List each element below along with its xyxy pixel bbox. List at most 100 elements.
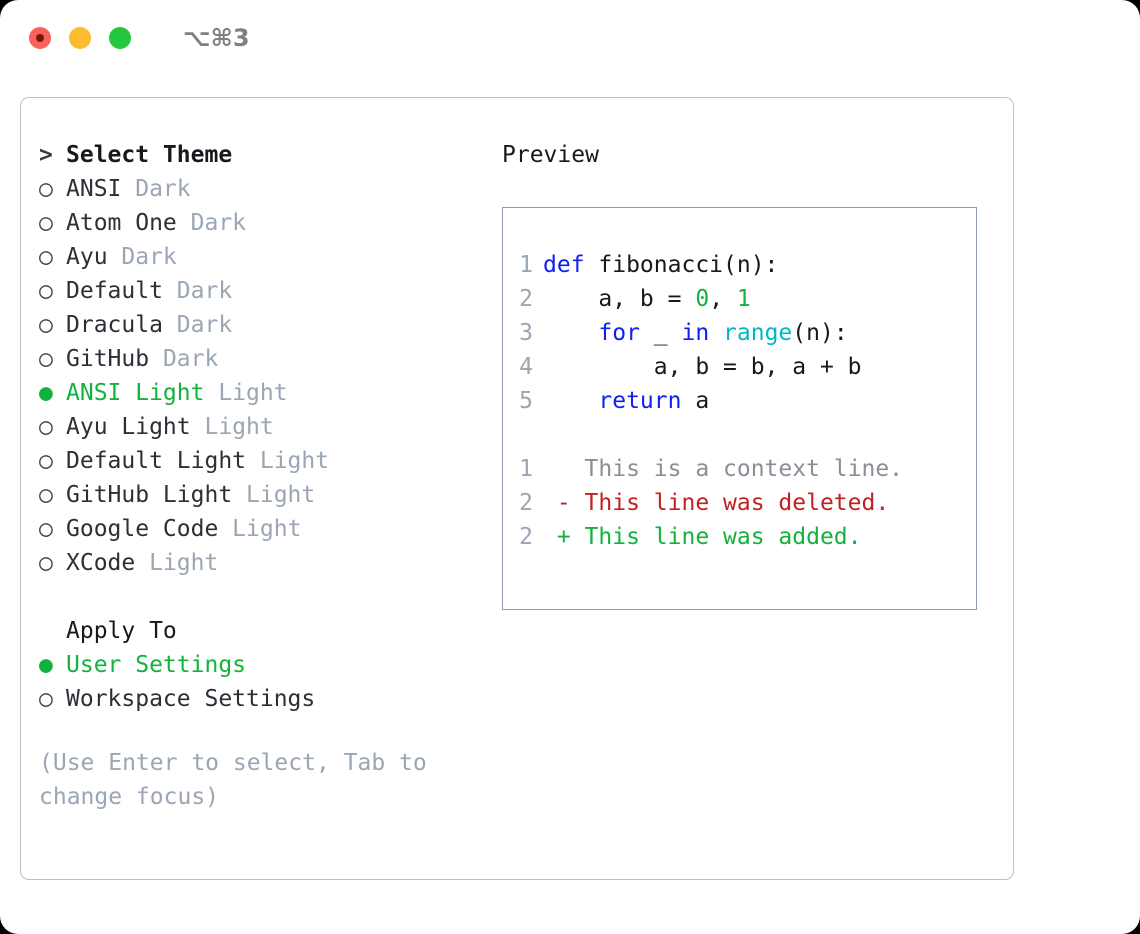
theme-option-variant: Light	[190, 414, 274, 440]
diff-line-del: 2 - This line was deleted.	[503, 486, 976, 520]
theme-option-label: GitHub Light	[66, 482, 233, 508]
titlebar: ⌥⌘3	[0, 0, 1140, 76]
code-text: return a	[543, 384, 709, 418]
theme-option-variant: Light	[218, 516, 302, 542]
line-number: 4	[519, 354, 533, 380]
theme-option-variant: Dark	[162, 312, 233, 338]
theme-list: ○ANSI Dark○Atom One Dark○Ayu Dark○Defaul…	[39, 172, 499, 580]
diff-line-add: 2 + This line was added.	[503, 520, 976, 554]
theme-option-github[interactable]: ○GitHub Dark	[39, 342, 499, 376]
theme-option-dracula[interactable]: ○Dracula Dark	[39, 308, 499, 342]
select-theme-heading: > Select Theme	[39, 138, 499, 172]
code-token-kw: for	[598, 320, 640, 346]
theme-option-label: Dracula	[66, 312, 163, 338]
apply-option-user-settings[interactable]: ● User Settings	[39, 648, 499, 682]
radio-icon: ○	[39, 550, 53, 576]
code-token-id: a, b =	[543, 286, 696, 312]
line-number: 3	[519, 320, 533, 346]
radio-icon: ○	[39, 210, 53, 236]
theme-option-label: ANSI	[66, 176, 122, 202]
diff-text: This is a context line.	[543, 456, 904, 482]
theme-option-variant: Light	[232, 482, 316, 508]
line-number: 2	[519, 286, 533, 312]
code-token-fn: range	[723, 320, 793, 346]
theme-option-label: ANSI Light	[66, 380, 205, 406]
code-token-kw: def	[543, 252, 585, 278]
diff-text: - This line was deleted.	[543, 490, 890, 516]
code-token-id: (n):	[792, 320, 848, 346]
code-line: 3 for _ in range(n):	[503, 316, 976, 350]
theme-option-variant: Dark	[121, 176, 191, 202]
theme-option-label: Default Light	[66, 448, 247, 474]
code-line: 4 a, b = b, a + b	[503, 350, 976, 384]
code-line: 1 def fibonacci(n):	[503, 248, 976, 282]
code-token-kw: in	[681, 320, 710, 346]
theme-option-xcode[interactable]: ○XCode Light	[39, 546, 499, 580]
apply-option-label: Workspace Settings	[66, 686, 316, 712]
diff-sample: 1 This is a context line.2 - This line w…	[503, 452, 976, 554]
section-spacer	[39, 580, 499, 614]
code-text: a, b = 0, 1	[543, 282, 751, 316]
theme-option-atom-one[interactable]: ○ Atom One Dark	[39, 206, 499, 240]
maximize-button[interactable]	[109, 27, 131, 49]
diff-line-ctx: 1 This is a context line.	[503, 452, 976, 486]
line-number: 1	[519, 456, 533, 482]
theme-option-variant: Light	[246, 448, 330, 474]
radio-icon: ○	[39, 482, 53, 508]
theme-option-label: Default	[66, 278, 163, 304]
theme-picker-column: > Select Theme ○ANSI Dark○Atom One Dark○…	[39, 138, 499, 814]
keyboard-shortcut-label: ⌥⌘3	[183, 24, 250, 52]
code-token-id	[709, 320, 723, 346]
theme-option-google-code[interactable]: ○Google Code Light	[39, 512, 499, 546]
apply-to-label: Apply To	[66, 618, 177, 644]
apply-to-heading: Apply To	[39, 614, 499, 648]
content-panel: > Select Theme ○ANSI Dark○Atom One Dark○…	[20, 97, 1014, 880]
radio-selected-icon: ●	[39, 380, 53, 406]
theme-option-default[interactable]: ○Default Dark	[39, 274, 499, 308]
caret-icon: >	[39, 142, 53, 168]
theme-option-label: Ayu Light	[66, 414, 191, 440]
radio-icon: ○	[39, 176, 53, 202]
theme-option-ayu-light[interactable]: ○Ayu Light Light	[39, 410, 499, 444]
window-controls	[29, 27, 131, 49]
code-token-id: a	[681, 388, 710, 414]
theme-option-label: Google Code	[66, 516, 219, 542]
close-button[interactable]	[29, 27, 51, 49]
theme-option-label: Atom One	[66, 210, 177, 236]
theme-option-github-light[interactable]: ○ GitHub Light Light	[39, 478, 499, 512]
code-text: for _ in range(n):	[543, 316, 848, 350]
code-token-id: fibonacci(n):	[584, 252, 779, 278]
code-line: 2 a, b = 0, 1	[503, 282, 976, 316]
theme-option-variant: Light	[204, 380, 288, 406]
radio-icon: ○	[39, 346, 53, 372]
minimize-button[interactable]	[69, 27, 91, 49]
theme-option-label: XCode	[66, 550, 136, 576]
theme-option-variant: Dark	[176, 210, 247, 236]
radio-selected-icon: ●	[39, 652, 53, 678]
keyboard-hint: (Use Enter to select, Tab to change focu…	[39, 750, 441, 810]
code-token-num: 1	[736, 286, 751, 312]
theme-option-default-light[interactable]: ○ Default Light Light	[39, 444, 499, 478]
code-text: def fibonacci(n):	[543, 248, 778, 282]
theme-option-variant: Dark	[149, 346, 219, 372]
code-token-id: _	[639, 320, 682, 346]
code-token-id	[543, 388, 598, 414]
theme-option-ayu[interactable]: ○Ayu Dark	[39, 240, 499, 274]
close-icon	[36, 34, 44, 42]
code-diff-spacer	[503, 418, 976, 452]
apply-option-workspace-settings[interactable]: ○Workspace Settings	[39, 682, 499, 716]
apply-to-list: ● User Settings ○Workspace Settings	[39, 648, 499, 716]
radio-icon: ○	[39, 448, 53, 474]
theme-option-ansi-light[interactable]: ● ANSI Light Light	[39, 376, 499, 410]
apply-option-label: User Settings	[66, 652, 247, 678]
diff-text: + This line was added.	[543, 524, 862, 550]
code-token-id: ,	[709, 286, 737, 312]
line-number: 1	[519, 252, 533, 278]
code-line: 5 return a	[503, 384, 976, 418]
code-text: a, b = b, a + b	[543, 350, 862, 384]
theme-option-ansi[interactable]: ○ ANSI Dark	[39, 172, 499, 206]
apply-to-marker-placeholder	[39, 614, 66, 648]
